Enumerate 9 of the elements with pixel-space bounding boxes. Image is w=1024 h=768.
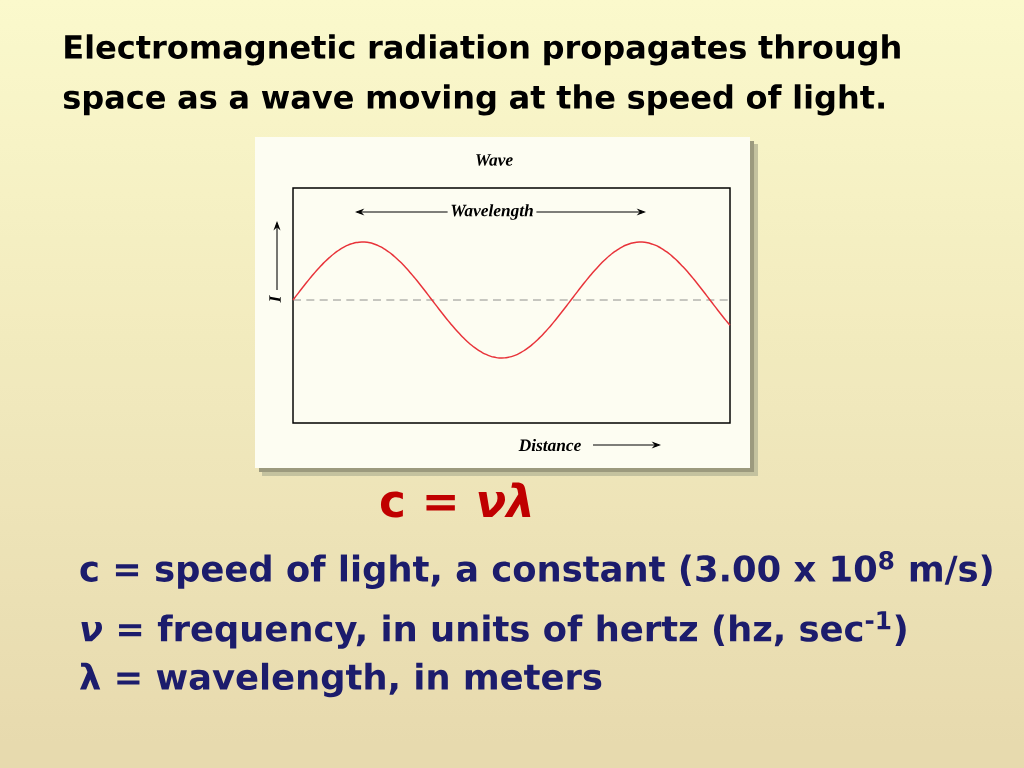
definition-text: c = speed of light, a constant (3.00 x 10$^{8}$ m/s)	[80, 551, 992, 590]
axis-label: I	[269, 295, 281, 303]
definition-text: λ = wavelength, in meters	[80, 662, 602, 698]
figure-title: Wave	[476, 154, 513, 166]
dimension-label: Wavelength	[447, 201, 537, 223]
equation: c = νλ	[380, 482, 531, 518]
axis-label: Distance	[518, 438, 581, 452]
definition-text: ν = frequency, in units of hertz (hz, sec$^{-1}$)	[81, 611, 906, 649]
title: Electromagnetic radiation propagates through space as a wave moving at the speed of light.	[63, 34, 900, 116]
